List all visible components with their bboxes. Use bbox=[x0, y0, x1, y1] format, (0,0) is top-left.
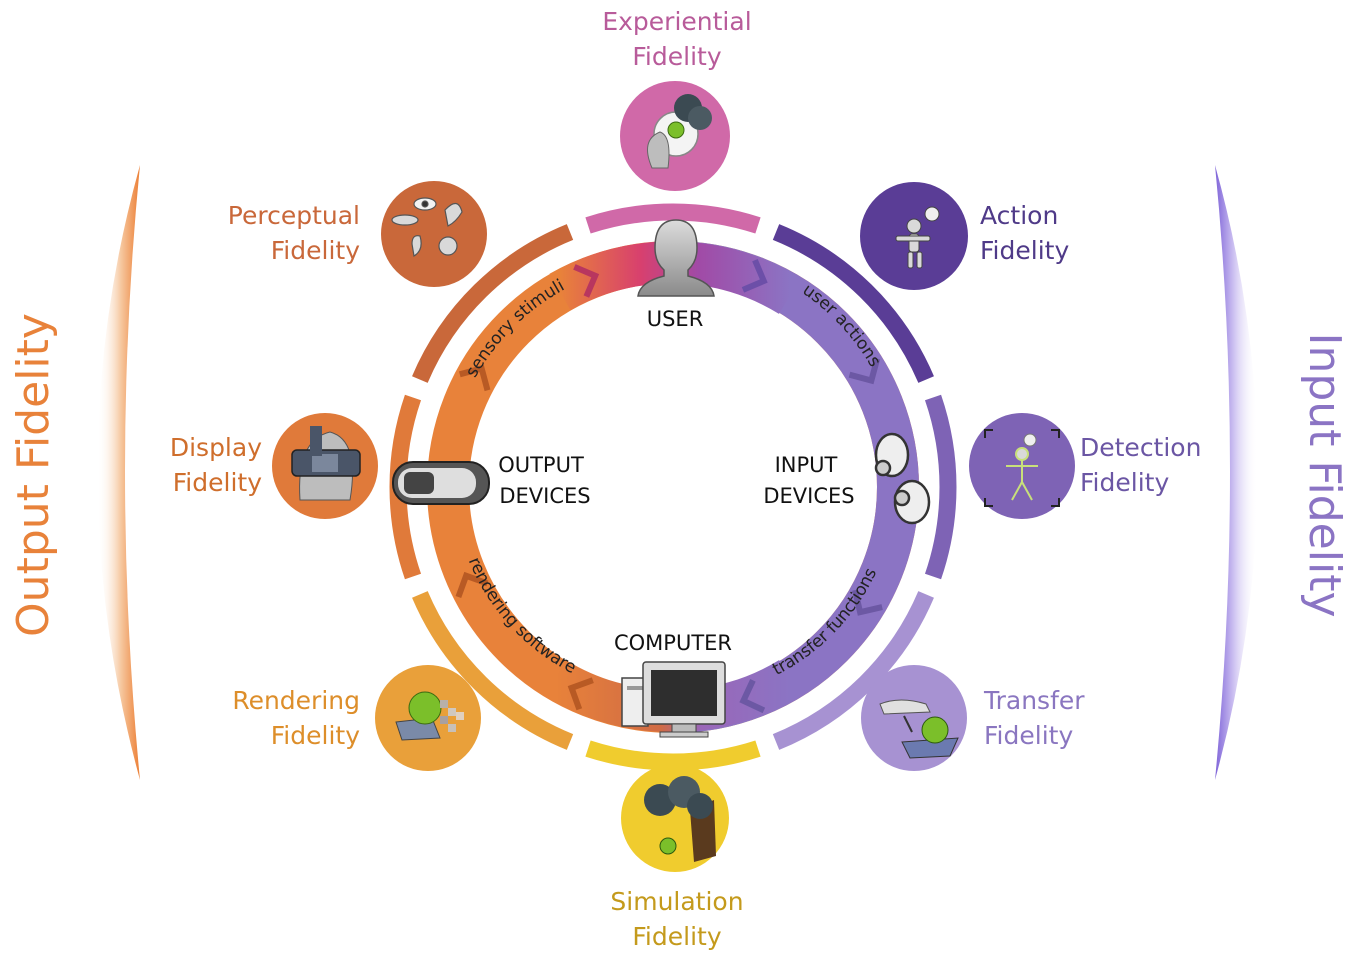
transfer-label-1: Transfer bbox=[983, 686, 1085, 715]
input-bracket bbox=[1215, 165, 1258, 780]
rendering-label-2: Fidelity bbox=[271, 721, 360, 750]
user-node: USER bbox=[637, 219, 715, 331]
perceptual-label-1: Perceptual bbox=[228, 201, 360, 230]
simulation-ring-arc bbox=[585, 740, 761, 771]
detection-label-1: Detection bbox=[1080, 433, 1201, 462]
perceptual-ring-arc bbox=[412, 224, 574, 383]
input-devices-line1: INPUT bbox=[775, 453, 838, 477]
vr-headset-icon bbox=[392, 461, 490, 505]
experiential-label-2: Fidelity bbox=[632, 42, 721, 71]
user-label: USER bbox=[647, 307, 704, 331]
simulation-fidelity: Simulation Fidelity bbox=[610, 764, 744, 951]
detection-fidelity: Detection Fidelity bbox=[969, 413, 1201, 519]
chevron-7 bbox=[567, 677, 594, 711]
chevron-4 bbox=[848, 357, 881, 385]
display-label-2: Fidelity bbox=[173, 468, 262, 497]
transfer-hand-icon bbox=[879, 699, 959, 759]
action-label-1: Action bbox=[980, 201, 1058, 230]
display-label-1: Display bbox=[170, 433, 262, 462]
output-bracket bbox=[97, 165, 140, 780]
simulation-label-2: Fidelity bbox=[632, 922, 721, 951]
chevron-6 bbox=[739, 679, 766, 714]
detection-skeleton-icon bbox=[1006, 433, 1038, 501]
transfer-label-2: Fidelity bbox=[984, 721, 1073, 750]
perceptual-fidelity: Perceptual Fidelity bbox=[228, 181, 487, 287]
output-fidelity-title: Output Fidelity bbox=[8, 313, 59, 637]
outer-fidelity-ring bbox=[389, 203, 957, 771]
computer-icon bbox=[621, 661, 726, 738]
chevron-3 bbox=[741, 259, 768, 293]
experiential-icon bbox=[647, 94, 712, 169]
input-devices-node: INPUT DEVICES bbox=[763, 432, 931, 525]
experiential-fidelity: Experiential Fidelity bbox=[602, 7, 752, 191]
rendering-ring-arc bbox=[412, 591, 574, 750]
chevron-1 bbox=[459, 364, 491, 392]
rendering-label-1: Rendering bbox=[232, 686, 360, 715]
input-fidelity-title: Input Fidelity bbox=[1299, 333, 1350, 618]
computer-label: COMPUTER bbox=[614, 631, 732, 655]
perceptual-label-2: Fidelity bbox=[271, 236, 360, 265]
output-devices-node: OUTPUT DEVICES bbox=[392, 453, 591, 508]
action-figure-icon bbox=[895, 206, 940, 269]
perceptual-circle bbox=[381, 181, 487, 287]
rendering-apple-icon bbox=[395, 691, 464, 741]
output-devices-line2: DEVICES bbox=[499, 484, 590, 508]
action-fidelity: Action Fidelity bbox=[860, 182, 1069, 290]
output-devices-line1: OUTPUT bbox=[498, 453, 584, 477]
chevron-8 bbox=[455, 571, 489, 599]
experiential-label-1: Experiential bbox=[602, 7, 751, 36]
transfer-ring-arc bbox=[772, 591, 934, 750]
vr-controllers-icon bbox=[874, 432, 931, 525]
simulation-label-1: Simulation bbox=[610, 887, 743, 916]
input-devices-line2: DEVICES bbox=[763, 484, 854, 508]
flow-chevrons bbox=[455, 259, 883, 714]
user-icon bbox=[637, 219, 715, 297]
display-fidelity: Display Fidelity bbox=[170, 413, 378, 519]
computer-node: COMPUTER bbox=[614, 631, 732, 738]
detection-label-2: Fidelity bbox=[1080, 468, 1169, 497]
display-hmd-icon bbox=[291, 426, 361, 501]
chevron-5 bbox=[852, 589, 883, 616]
action-ring-arc bbox=[772, 224, 934, 383]
detection-ring-arc bbox=[924, 394, 957, 580]
simulation-tree-icon bbox=[644, 776, 716, 862]
transfer-fidelity: Transfer Fidelity bbox=[861, 665, 1085, 771]
rendering-fidelity: Rendering Fidelity bbox=[232, 665, 481, 771]
chevron-2 bbox=[573, 264, 600, 298]
action-label-2: Fidelity bbox=[980, 236, 1069, 265]
perceptual-senses-icon bbox=[391, 197, 463, 257]
detection-frame-icon bbox=[984, 429, 1060, 507]
experiential-ring-arc bbox=[585, 203, 761, 234]
